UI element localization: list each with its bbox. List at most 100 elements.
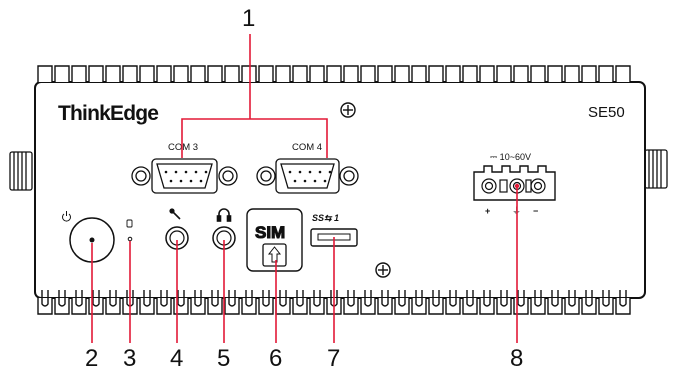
- callout-4: 4: [170, 345, 183, 372]
- top-fin: [224, 65, 240, 82]
- com3-serial-port: COM 3: [131, 142, 238, 194]
- top-fin: [513, 65, 529, 82]
- terminal-plus: +: [485, 206, 490, 216]
- callout-8: 8: [510, 345, 523, 372]
- com4-serial-port: COM 4: [256, 142, 359, 194]
- top-fin: [122, 65, 138, 82]
- right-side-rail: [644, 149, 668, 189]
- top-fin: [547, 65, 563, 82]
- top-fin: [309, 65, 325, 82]
- callout-7: 7: [327, 345, 340, 372]
- bottom-fin-inner: [313, 290, 321, 307]
- top-fin: [258, 65, 274, 82]
- top-fin: [173, 65, 189, 82]
- top-fin: [207, 65, 223, 82]
- top-fin: [156, 65, 172, 82]
- bottom-fin-inner: [177, 290, 185, 307]
- top-fin: [496, 65, 512, 82]
- bottom-fin-inner: [364, 290, 372, 307]
- bottom-fin-inner: [296, 290, 304, 307]
- top-fin: [326, 65, 342, 82]
- brand-logo: ThinkEdge: [58, 102, 158, 125]
- bottom-fin-inner: [194, 290, 202, 307]
- callout-6: 6: [269, 345, 282, 372]
- bottom-fin-inner: [466, 290, 474, 307]
- bottom-fin-inner: [432, 290, 440, 307]
- nano-sim-slot: SIM: [246, 208, 303, 272]
- callout-1-leader: [181, 34, 328, 158]
- bottom-fin-inner: [75, 290, 83, 307]
- com3-label: COM 3: [168, 142, 198, 153]
- top-fin: [377, 65, 393, 82]
- bottom-fin-inner: [109, 290, 117, 307]
- bottom-fin-inner: [619, 290, 627, 307]
- top-fin: [598, 65, 614, 82]
- bottom-fin-inner: [483, 290, 491, 307]
- bottom-fin-inner: [500, 290, 508, 307]
- callout-3: 3: [123, 345, 136, 372]
- bottom-fin-inner: [160, 290, 168, 307]
- top-fin: [581, 65, 597, 82]
- microphone-jack: [165, 208, 189, 250]
- bottom-fin-inner: [92, 290, 100, 307]
- model-label: SE50: [588, 104, 625, 121]
- top-fin: [530, 65, 546, 82]
- top-fin: [292, 65, 308, 82]
- callout-leaders: [91, 186, 518, 343]
- bottom-fin-inner: [602, 290, 610, 307]
- top-fin: [54, 65, 70, 82]
- bottom-fin-inner: [381, 290, 389, 307]
- top-fin: [139, 65, 155, 82]
- top-fin: [360, 65, 376, 82]
- bottom-fin-inner: [568, 290, 576, 307]
- top-fin: [37, 65, 53, 82]
- bottom-fin-inner: [449, 290, 457, 307]
- dc-power-input-terminal: ⎓ 10~60V + ⏚ −: [473, 152, 556, 216]
- top-fin: [479, 65, 495, 82]
- top-fin: [564, 65, 580, 82]
- top-fin: [241, 65, 257, 82]
- sim-label: SIM: [255, 223, 285, 242]
- top-fin: [462, 65, 478, 82]
- bottom-fin-inner: [534, 290, 542, 307]
- bottom-fin-inner: [228, 290, 236, 307]
- bottom-fin-inner: [415, 290, 423, 307]
- terminal-minus: −: [533, 206, 538, 216]
- bottom-fin-inner: [245, 290, 253, 307]
- drive-icon: [126, 219, 133, 228]
- left-side-rail: [9, 151, 33, 191]
- power-input-label: ⎓ 10~60V: [490, 152, 531, 162]
- storage-activity-led: [126, 219, 133, 242]
- screw-icon: [375, 262, 391, 278]
- microphone-icon: [169, 208, 181, 220]
- usb-label: SS⇆ 1: [312, 213, 339, 223]
- top-fin: [343, 65, 359, 82]
- callout-2: 2: [85, 345, 98, 372]
- bottom-fin-inner: [585, 290, 593, 307]
- top-fin: [190, 65, 206, 82]
- top-fin: [615, 65, 631, 82]
- callout-1: 1: [242, 5, 255, 32]
- callout-5: 5: [217, 345, 230, 372]
- bottom-fin-inner: [211, 290, 219, 307]
- top-fin: [105, 65, 121, 82]
- power-icon: [62, 211, 71, 222]
- bottom-fin-inner: [58, 290, 66, 307]
- top-fin: [275, 65, 291, 82]
- bottom-fin-inner: [41, 290, 49, 307]
- top-fin: [411, 65, 427, 82]
- top-fin: [445, 65, 461, 82]
- bottom-fin-inner: [398, 290, 406, 307]
- top-cooling-fins: [37, 65, 631, 82]
- top-fin: [88, 65, 104, 82]
- top-fin: [394, 65, 410, 82]
- screw-icon: [340, 102, 356, 118]
- bottom-cooling-fins: [37, 290, 631, 315]
- bottom-fin-inner: [143, 290, 151, 307]
- bottom-fin-inner: [517, 290, 525, 307]
- top-fin: [428, 65, 444, 82]
- bottom-fin-inner: [551, 290, 559, 307]
- headphone-icon: [216, 208, 232, 222]
